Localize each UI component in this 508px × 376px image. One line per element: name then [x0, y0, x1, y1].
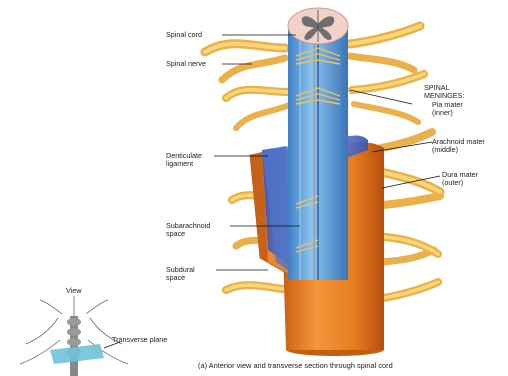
label-denticulate-ligament-2: ligament	[166, 160, 193, 168]
label-transverse-plane: Transverse plane	[112, 336, 167, 344]
label-spinal-nerve: Spinal nerve	[166, 60, 206, 68]
figure-caption: (a) Anterior view and transverse section…	[198, 362, 393, 370]
label-arachnoid-middle: (middle)	[432, 146, 458, 154]
label-subarachnoid-space-2: space	[166, 230, 185, 238]
label-pia-mater-inner: (inner)	[432, 109, 453, 117]
inset-spine	[67, 316, 81, 376]
label-spinal-cord: Spinal cord	[166, 31, 202, 39]
label-view: View	[66, 287, 81, 295]
label-dura-outer: (outer)	[442, 179, 463, 187]
inset-transverse-plane	[50, 344, 104, 364]
label-subdural-space-2: space	[166, 274, 185, 282]
